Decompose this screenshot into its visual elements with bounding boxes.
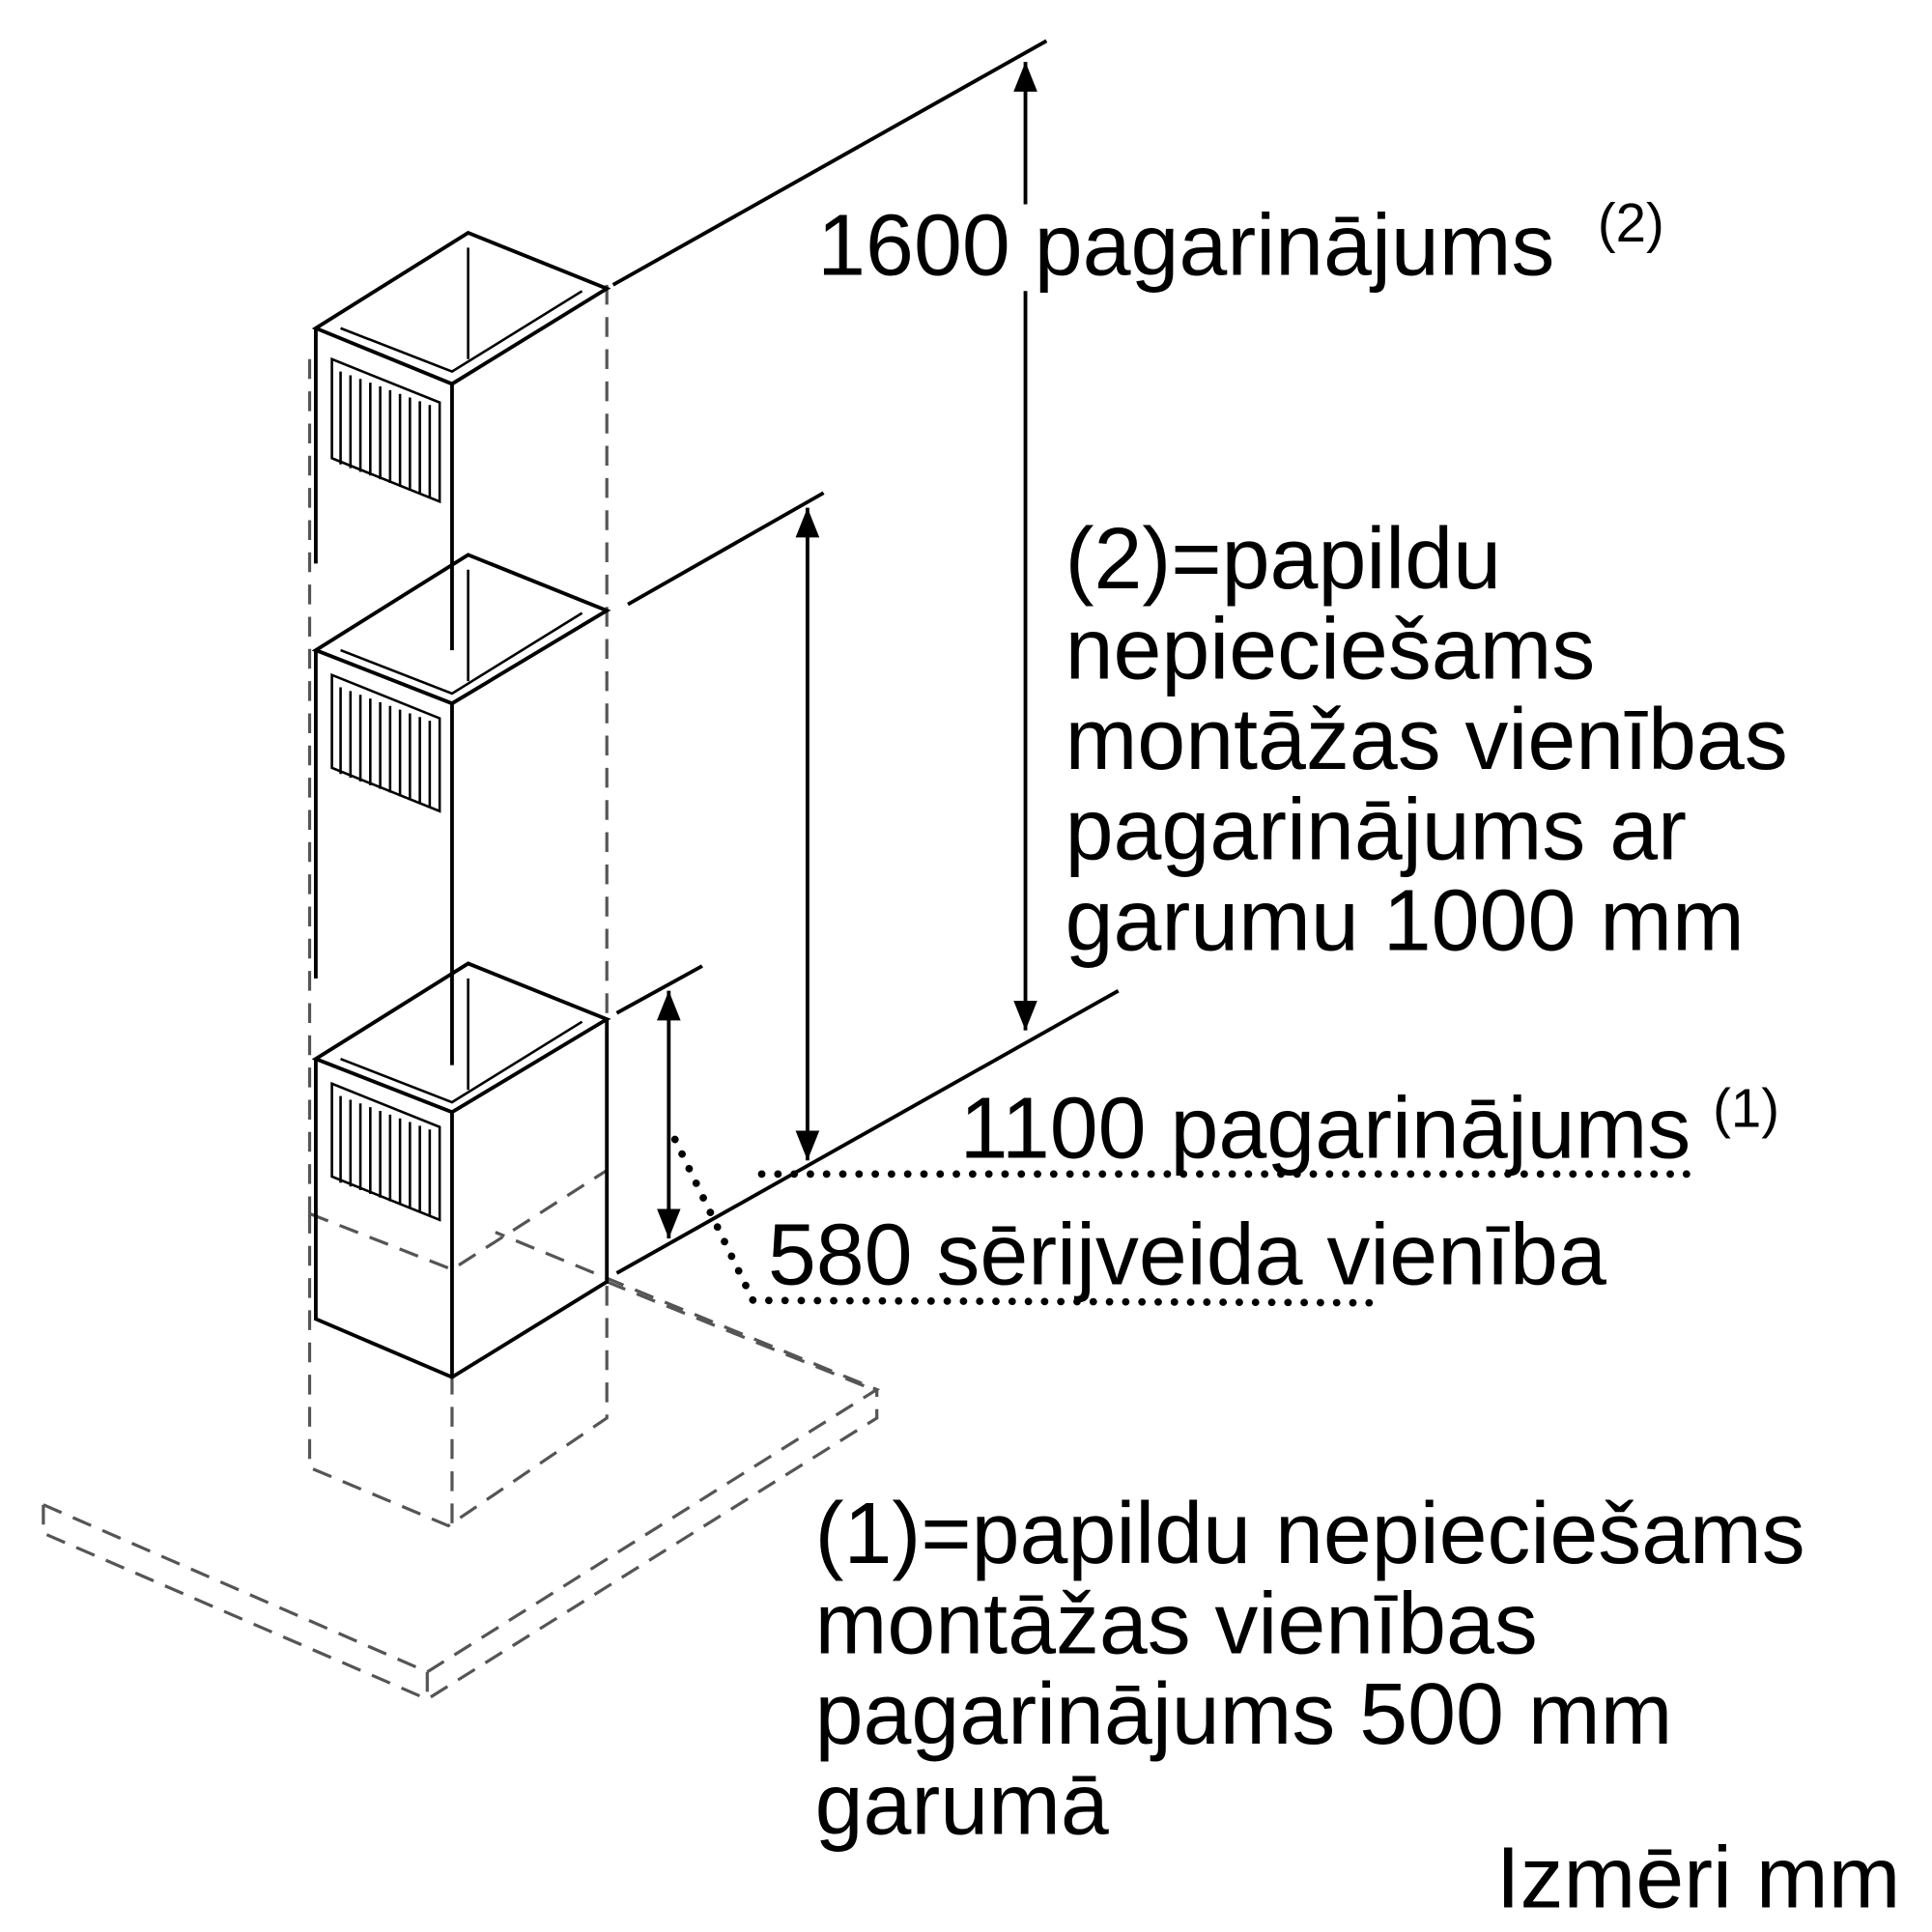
note-1-line: garumā [815,1757,1109,1854]
note-2-line: pagarinājums ar [1065,782,1687,879]
units-label: Izmēri mm [1496,1830,1901,1926]
note-1-line: pagarinājums 500 mm [815,1666,1673,1763]
dim-1600-footnote: (2) [1598,192,1664,253]
note-1-line: (1)=papildu nepieciešams [815,1486,1805,1582]
chimney-segment-middle [311,553,611,1065]
note-2-line: garumu 1000 mm [1065,872,1745,969]
hood-outline [42,284,881,1701]
dim-1100-footnote: (1) [1713,1078,1779,1139]
note-2-line: nepieciešams [1065,602,1596,698]
chimney-segment-bottom [311,961,611,1379]
dim-1600-label: 1600 pagarinājums [817,198,1554,295]
note-2-line: (2)=papildu [1065,511,1501,608]
note-2: (2)=papildu nepieciešams montāžas vienīb… [1065,511,1788,969]
note-1: (1)=papildu nepieciešams montāžas vienīb… [815,1486,1805,1854]
chimney-segment-top [311,230,611,651]
dim-580-label: 580 sērijveida vienība [768,1207,1606,1303]
dim-1100-label: 1100 pagarinājums [960,1081,1691,1178]
note-2-line: montāžas vienības [1065,692,1788,788]
note-1-line: montāžas vienības [815,1577,1538,1673]
dimension-lines [611,41,1690,1307]
